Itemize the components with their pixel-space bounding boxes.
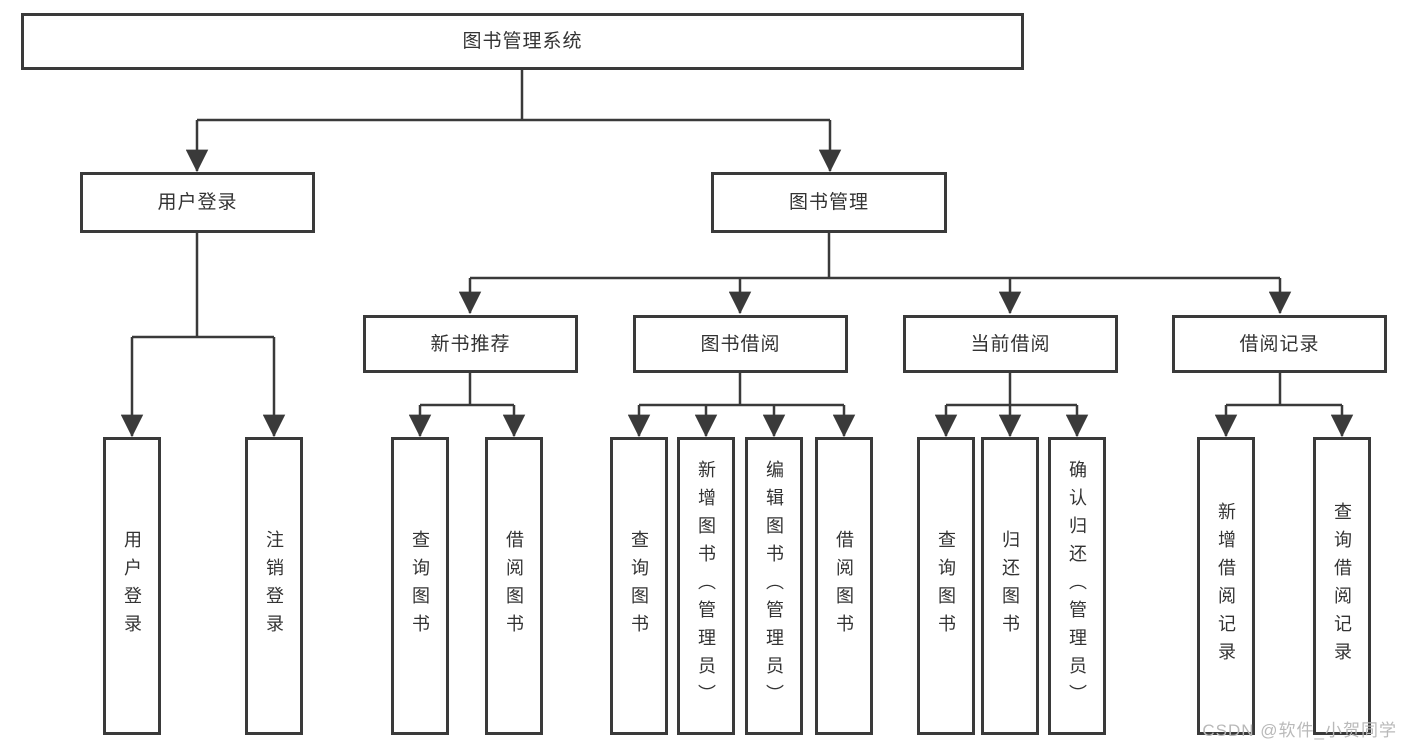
leaf-label: 查询借阅记录 (1332, 502, 1352, 670)
leaf-label: 编辑图书（管理员） (764, 460, 784, 712)
leaf-query-books-current: 查询图书 (917, 437, 975, 735)
leaf-label: 确认归还（管理员） (1067, 460, 1087, 712)
leaf-query-books-borrow: 查询图书 (610, 437, 668, 735)
node-new-book-recommend: 新书推荐 (363, 315, 578, 373)
node-current-borrow: 当前借阅 (903, 315, 1118, 373)
node-label: 新书推荐 (430, 333, 511, 355)
leaf-label: 查询图书 (410, 530, 430, 642)
leaf-label: 新增图书（管理员） (696, 460, 716, 712)
leaf-label: 查询图书 (629, 530, 649, 642)
node-label: 图书管理系统 (462, 31, 583, 52)
node-label: 借阅记录 (1239, 333, 1320, 355)
node-root-system: 图书管理系统 (21, 13, 1024, 70)
leaf-label: 查询图书 (936, 530, 956, 642)
leaf-query-borrow-record: 查询借阅记录 (1313, 437, 1371, 735)
leaf-label: 注销登录 (264, 530, 284, 642)
leaf-confirm-return-admin: 确认归还（管理员） (1048, 437, 1106, 735)
leaf-label: 借阅图书 (504, 530, 524, 642)
leaf-borrow-books: 借阅图书 (815, 437, 873, 735)
node-label: 用户登录 (157, 192, 238, 213)
node-label: 当前借阅 (970, 333, 1051, 355)
node-book-management: 图书管理 (711, 172, 947, 233)
leaf-label: 新增借阅记录 (1216, 502, 1236, 670)
leaf-label: 用户登录 (122, 530, 142, 642)
leaf-user-login: 用户登录 (103, 437, 161, 735)
leaf-logout-login: 注销登录 (245, 437, 303, 735)
node-borrow-records: 借阅记录 (1172, 315, 1387, 373)
leaf-label: 归还图书 (1000, 530, 1020, 642)
leaf-return-books: 归还图书 (981, 437, 1039, 735)
leaf-label: 借阅图书 (834, 530, 854, 642)
leaf-borrow-books-recommend: 借阅图书 (485, 437, 543, 735)
leaf-add-books-admin: 新增图书（管理员） (677, 437, 735, 735)
connector-rails (120, 70, 1354, 438)
node-label: 图书借阅 (700, 333, 781, 355)
leaf-query-books-recommend: 查询图书 (391, 437, 449, 735)
node-book-borrow: 图书借阅 (633, 315, 848, 373)
node-user-login: 用户登录 (80, 172, 315, 233)
csdn-watermark: CSDN @软件_小贺同学 (1202, 721, 1397, 740)
node-label: 图书管理 (788, 192, 869, 213)
leaf-add-borrow-record: 新增借阅记录 (1197, 437, 1255, 735)
leaf-edit-books-admin: 编辑图书（管理员） (745, 437, 803, 735)
